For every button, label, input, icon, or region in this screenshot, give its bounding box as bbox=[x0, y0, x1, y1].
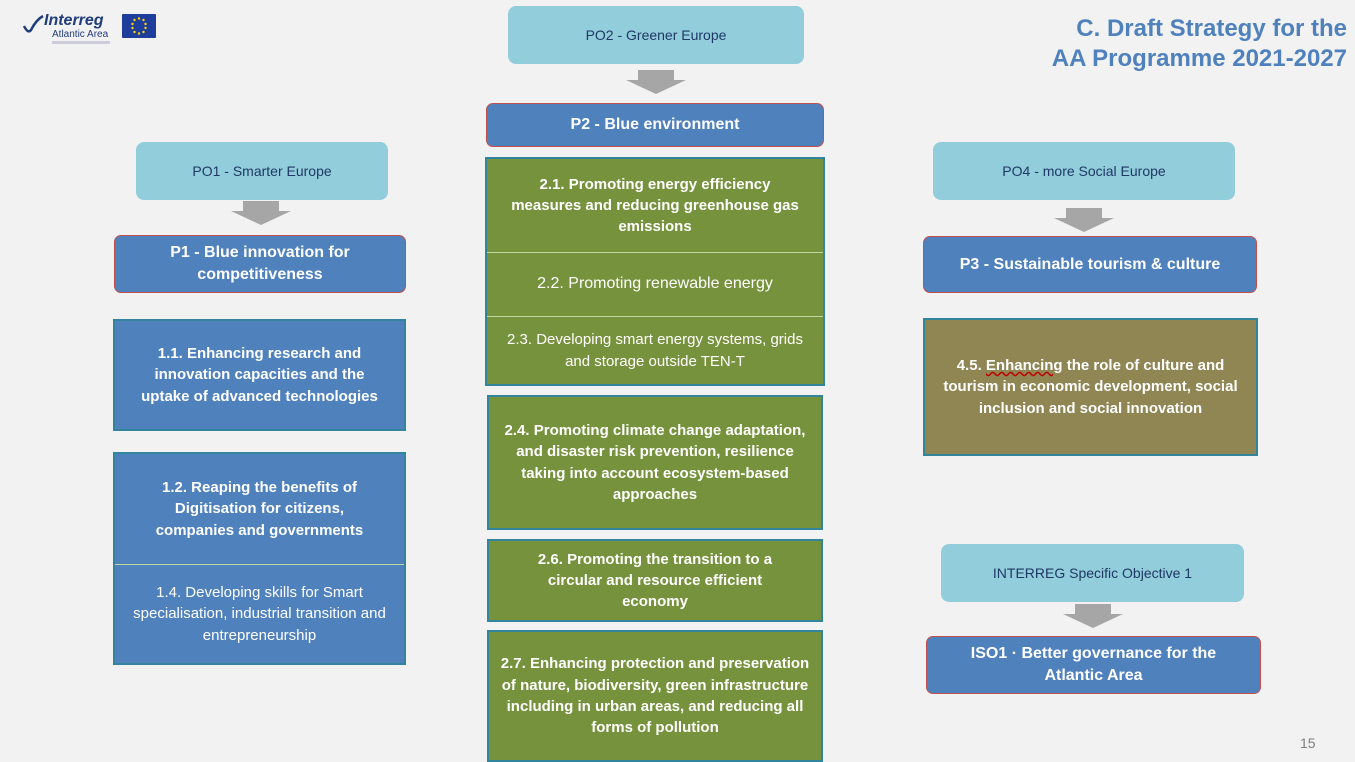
po2-box: PO2 - Greener Europe bbox=[508, 6, 804, 64]
interreg-logo: Interreg Atlantic Area bbox=[22, 12, 162, 50]
objective-4-5-keyword: Enhancing bbox=[985, 357, 1063, 375]
objective-4-5: 4.5. Enhancing the role of culture and t… bbox=[923, 318, 1258, 456]
po1-box: PO1 - Smarter Europe bbox=[136, 142, 388, 200]
objective-2-3: 2.3. Developing smart energy systems, gr… bbox=[507, 331, 803, 370]
p3-priority: P3 - Sustainable tourism & culture bbox=[923, 236, 1257, 293]
p2-priority: P2 - Blue environment bbox=[486, 103, 824, 147]
arrow-down-icon bbox=[231, 201, 291, 225]
objective-2-4: 2.4. Promoting climate change adaptation… bbox=[487, 395, 823, 530]
objective-2-7: 2.7. Enhancing protection and preservati… bbox=[487, 630, 823, 762]
po4-box: PO4 - more Social Europe bbox=[933, 142, 1235, 200]
objective-1-1: 1.1. Enhancing research and innovation c… bbox=[113, 319, 406, 431]
objective-2-2: 2.2. Promoting renewable energy bbox=[537, 275, 773, 293]
logo-tagline-bar bbox=[52, 41, 110, 44]
swoosh-icon bbox=[22, 14, 44, 33]
separator bbox=[487, 316, 823, 317]
p1-priority: P1 - Blue innovation for competitiveness bbox=[114, 235, 406, 293]
objective-2-1: 2.1. Promoting energy efficiency measure… bbox=[511, 175, 799, 236]
arrow-down-icon bbox=[626, 70, 686, 94]
separator bbox=[487, 252, 823, 253]
objective-4-5-text: the role of culture and tourism in econo… bbox=[943, 357, 1238, 417]
page-number: 15 bbox=[1300, 735, 1316, 751]
eu-flag-icon bbox=[122, 14, 156, 38]
separator bbox=[115, 564, 404, 565]
objective-1-4: 1.4. Developing skills for Smart special… bbox=[133, 584, 386, 644]
arrow-down-icon bbox=[1054, 208, 1114, 232]
slide-title: C. Draft Strategy for the AA Programme 2… bbox=[927, 14, 1347, 74]
iso-objective-box: INTERREG Specific Objective 1 bbox=[941, 544, 1244, 602]
objective-4-5-number: 4.5. bbox=[956, 357, 982, 375]
objective-2-6: 2.6. Promoting the transition to a circu… bbox=[487, 539, 823, 622]
objective-group-1-2-1-4: 1.2. Reaping the benefits of Digitisatio… bbox=[113, 452, 406, 665]
objective-group-2-1-2-3: 2.1. Promoting energy efficiency measure… bbox=[485, 157, 825, 386]
arrow-down-icon bbox=[1063, 604, 1123, 628]
objective-1-2: 1.2. Reaping the benefits of Digitisatio… bbox=[155, 479, 364, 539]
title-line-2: AA Programme 2021-2027 bbox=[1051, 45, 1347, 72]
logo-sub: Atlantic Area bbox=[52, 29, 109, 40]
logo-brand: Interreg bbox=[44, 12, 104, 29]
title-line-1: C. Draft Strategy for the bbox=[1076, 15, 1347, 42]
iso1-priority: ISO1 · Better governance for the Atlanti… bbox=[926, 636, 1261, 694]
